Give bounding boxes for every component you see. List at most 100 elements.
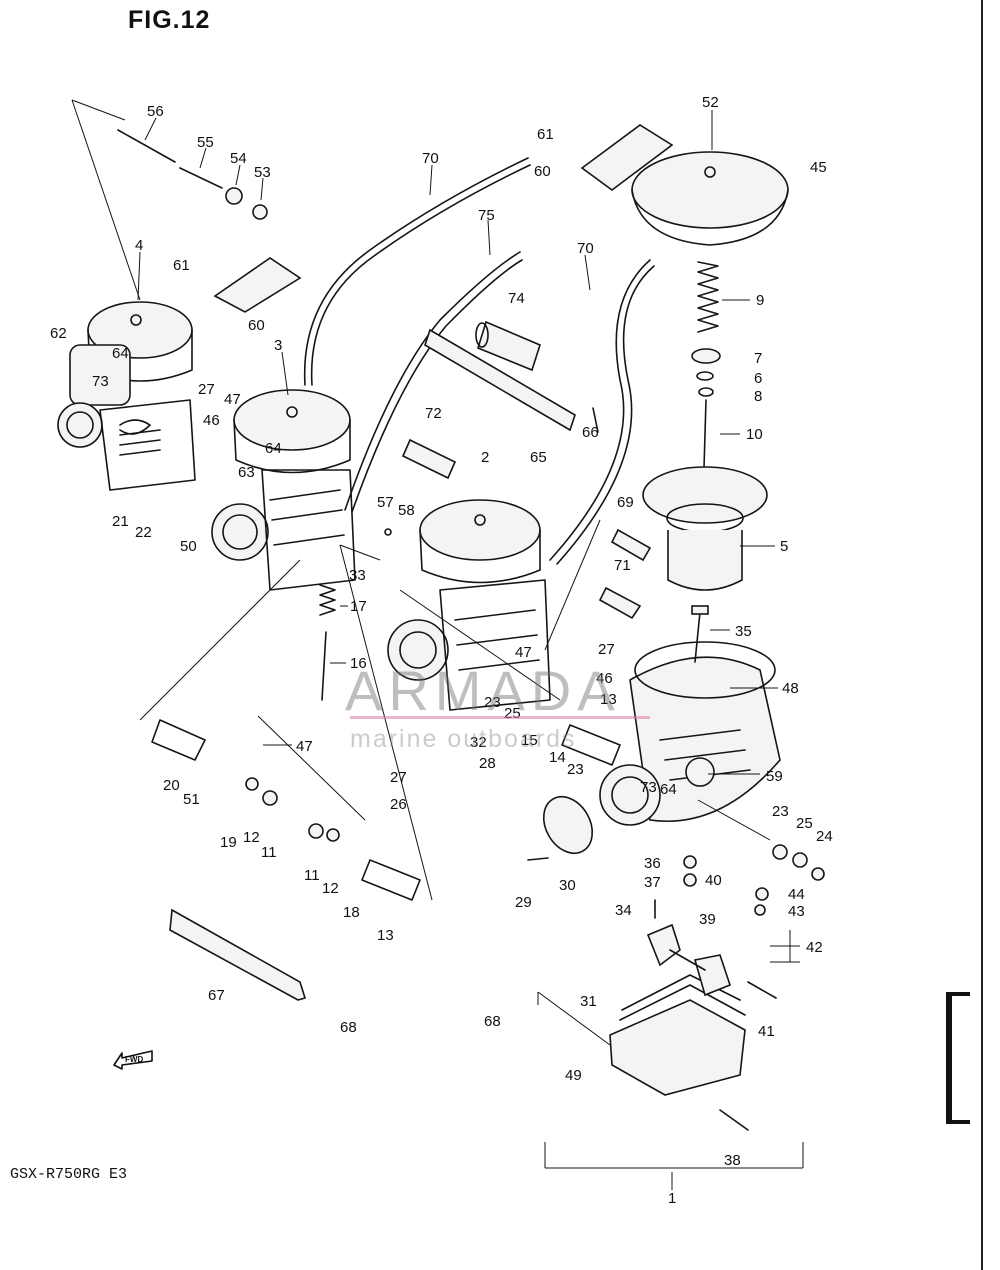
callout-labels: 56 55 54 53 4 61 60 62 64 73 27 47 46 21… [50, 94, 833, 1207]
callout-27b: 27 [598, 641, 615, 658]
callout-14: 14 [549, 749, 566, 766]
callout-58: 58 [398, 502, 415, 519]
throttle-shaft-35 [691, 605, 709, 663]
callout-38: 38 [724, 1152, 741, 1169]
callout-73: 73 [92, 373, 109, 390]
watermark-tagline: marine outboards [350, 725, 577, 753]
callout-67: 67 [208, 987, 225, 1004]
joint-72 [401, 438, 457, 480]
bracket-60-upper [580, 124, 674, 191]
callout-47b: 47 [515, 644, 532, 661]
callout-29: 29 [515, 894, 532, 911]
callout-47c: 47 [296, 738, 313, 755]
carburetor-assembly-right [599, 641, 781, 826]
callout-44: 44 [788, 886, 805, 903]
callout-57: 57 [377, 494, 394, 511]
callout-32: 32 [470, 734, 487, 751]
sleeve-74 [475, 320, 541, 372]
joint-71 [598, 586, 642, 620]
callout-11b: 11 [304, 867, 320, 884]
callout-27: 27 [198, 381, 215, 398]
callout-59: 59 [766, 768, 783, 785]
callout-68b: 68 [484, 1013, 501, 1030]
callout-13b: 13 [377, 927, 394, 944]
callout-25b: 25 [796, 815, 813, 832]
callout-60: 60 [248, 317, 265, 334]
carburetor-assembly-left [57, 301, 196, 491]
springs-lower [151, 719, 621, 901]
small-fasteners [117, 129, 825, 1131]
callout-50: 50 [180, 538, 197, 555]
leader-lines [137, 110, 804, 1190]
callout-26: 26 [390, 796, 407, 813]
callout-12: 12 [243, 829, 260, 846]
callout-3: 3 [274, 337, 282, 354]
callout-61b: 61 [537, 126, 554, 143]
model-code: GSX-R750RG E3 [10, 1166, 128, 1183]
callout-20: 20 [163, 777, 180, 794]
callout-54: 54 [230, 150, 247, 167]
fwd-label: FWD [125, 1055, 143, 1064]
figure-title: FIG.12 [128, 6, 211, 34]
callout-6: 6 [754, 370, 762, 387]
callout-9: 9 [756, 292, 764, 309]
callout-69: 69 [617, 494, 634, 511]
callout-70: 70 [422, 150, 439, 167]
callout-51: 51 [183, 791, 200, 808]
vent-hoses [303, 157, 655, 565]
callout-71: 71 [614, 557, 631, 574]
needle-parts-6-7-8 [691, 348, 721, 397]
forward-arrow: FWD [112, 1045, 156, 1076]
callout-45: 45 [810, 159, 827, 176]
callout-10: 10 [746, 426, 763, 443]
callout-73b: 73 [640, 779, 657, 796]
callout-75: 75 [478, 207, 495, 224]
callout-30: 30 [559, 877, 576, 894]
callout-11: 11 [261, 844, 277, 861]
callout-48: 48 [782, 680, 799, 697]
callout-28: 28 [479, 755, 496, 772]
callout-23c: 23 [772, 803, 789, 820]
bracket-60-left [213, 257, 302, 313]
callout-46: 46 [203, 412, 220, 429]
page-edge [981, 0, 983, 1270]
piston-diaphragm-5 [642, 466, 768, 591]
callout-35: 35 [735, 623, 752, 640]
callout-27c: 27 [390, 769, 407, 786]
callout-42: 42 [806, 939, 823, 956]
callout-37: 37 [644, 874, 661, 891]
callout-15: 15 [521, 732, 538, 749]
callout-60b: 60 [534, 163, 551, 180]
callout-2: 2 [481, 449, 489, 466]
page-bracket [946, 992, 970, 1124]
callout-13: 13 [600, 691, 617, 708]
callout-24: 24 [816, 828, 833, 845]
joint-69 [610, 528, 652, 562]
callout-64c: 64 [660, 781, 677, 798]
callout-70b: 70 [577, 240, 594, 257]
link-plate-65 [424, 328, 576, 432]
callout-47: 47 [224, 391, 241, 408]
callout-62: 62 [50, 325, 67, 342]
callout-74: 74 [508, 290, 525, 307]
top-cover-52 [631, 151, 789, 246]
callout-61: 61 [173, 257, 190, 274]
callout-33: 33 [349, 567, 366, 584]
callout-43: 43 [788, 903, 805, 920]
watermark-brand: ARMADA [345, 659, 621, 722]
callout-31: 31 [580, 993, 597, 1010]
callout-53: 53 [254, 164, 271, 181]
assembly-guide-lines [71, 99, 771, 1046]
float-39 [646, 923, 731, 997]
callout-23b: 23 [567, 761, 584, 778]
callout-16: 16 [350, 655, 367, 672]
choke-plate-67 [169, 908, 307, 1001]
carburetor-assembly-2 [387, 499, 551, 711]
callout-65: 65 [530, 449, 547, 466]
callout-1: 1 [668, 1190, 676, 1207]
callout-34: 34 [615, 902, 632, 919]
callout-18: 18 [343, 904, 360, 921]
callout-66: 66 [582, 424, 599, 441]
float-chamber-1 [609, 974, 746, 1096]
callout-40: 40 [705, 872, 722, 889]
